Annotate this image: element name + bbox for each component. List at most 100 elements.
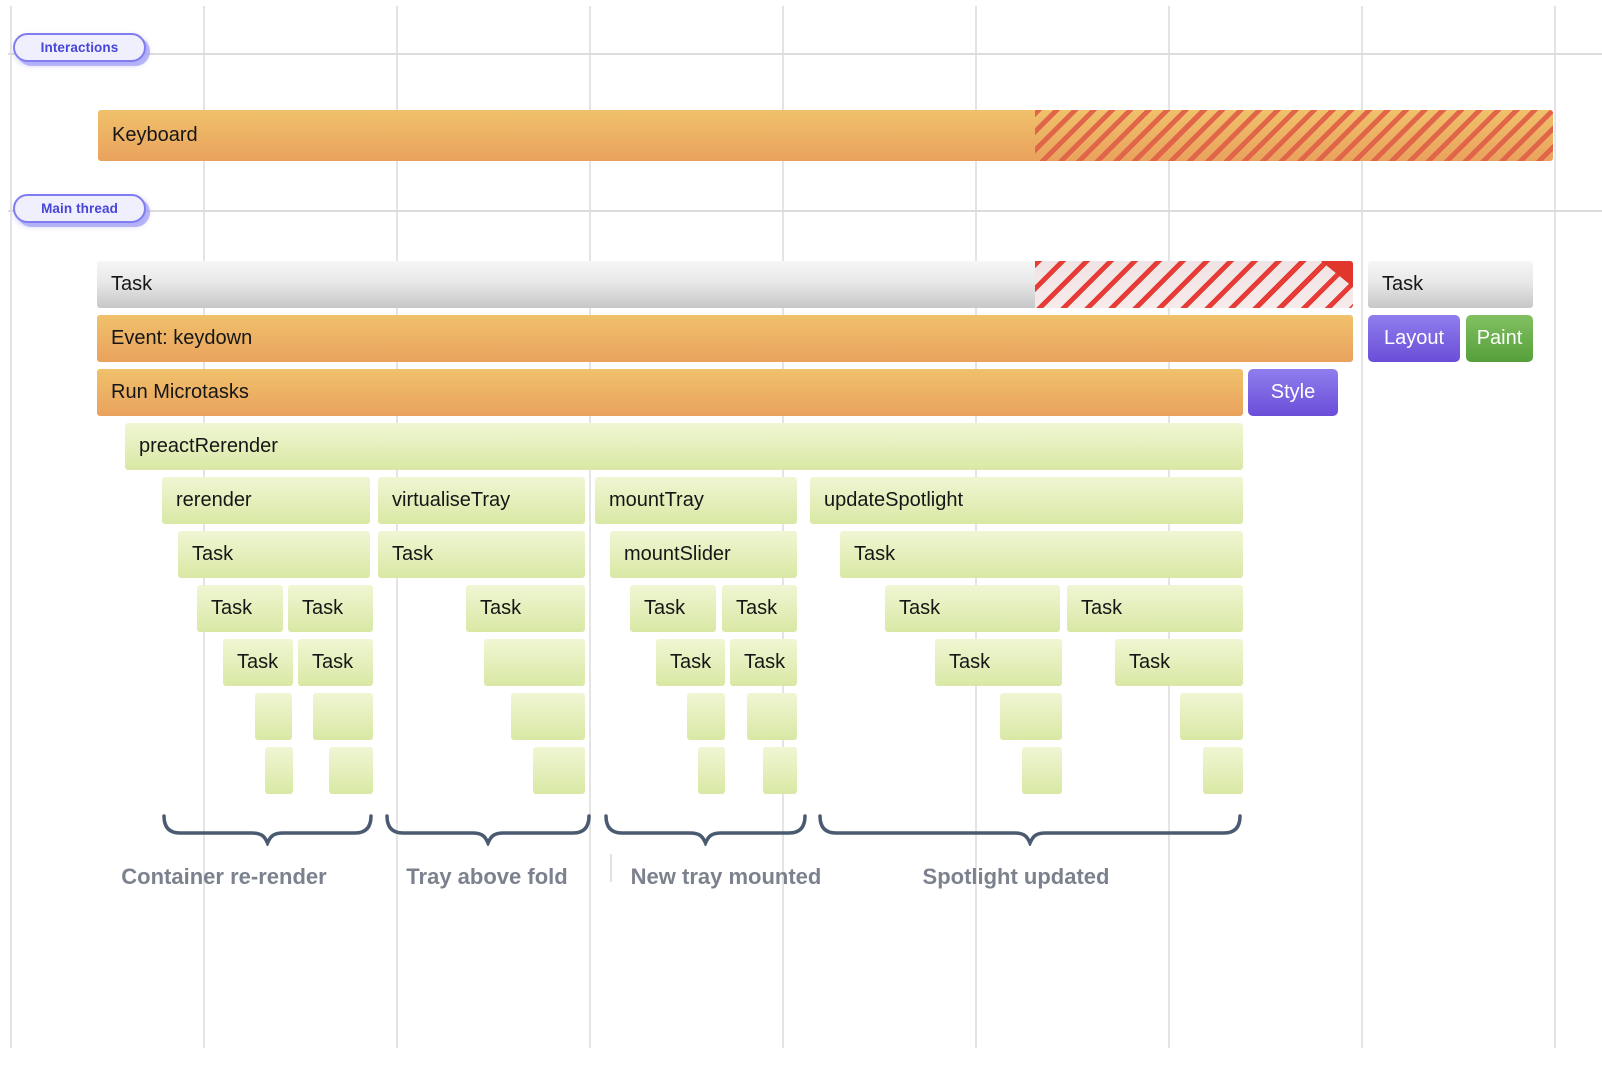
flame-bar-label: Event: keydown <box>111 327 253 349</box>
flame-bar-task-child[interactable] <box>255 693 292 740</box>
flame-bar-label: Task <box>670 651 712 673</box>
flame-bar-task-child[interactable] <box>329 747 373 794</box>
interaction-hatch <box>1035 110 1553 161</box>
flame-bar-task-child[interactable] <box>763 747 797 794</box>
annotation-brace <box>818 814 1242 846</box>
annotation-caption: New tray mounted <box>630 864 822 889</box>
flame-bar-task-child[interactable] <box>1180 693 1243 740</box>
gridline-vertical <box>10 6 12 1048</box>
gridline-tick <box>610 854 612 882</box>
flame-bar-run-microtasks[interactable]: Run Microtasks <box>97 369 1243 416</box>
flame-bar-label: Task <box>1382 273 1424 295</box>
flame-bar-paint-task[interactable]: Paint <box>1466 315 1533 362</box>
flame-bar-label: Task <box>111 273 153 295</box>
flame-bar-task-child[interactable]: Task <box>1067 585 1243 632</box>
flame-bar-label: Task <box>237 651 279 673</box>
flame-bar-rerender[interactable]: rerender <box>162 477 370 524</box>
annotation-brace <box>385 814 591 846</box>
flame-bar-label: Task <box>392 543 434 565</box>
flame-bar-task-child[interactable] <box>1203 747 1243 794</box>
flame-bar-label: Task <box>899 597 941 619</box>
flame-bar-label: Task <box>949 651 991 673</box>
long-task-corner-flag <box>1321 261 1353 287</box>
gridline-vertical <box>782 6 784 1048</box>
flame-bar-task-child[interactable]: Task <box>656 639 725 686</box>
gridline-vertical <box>1168 6 1170 1048</box>
flame-bar-task-child[interactable]: Task <box>178 531 370 578</box>
flame-bar-task-child[interactable]: Task <box>630 585 716 632</box>
flame-bar-task-child[interactable] <box>533 747 585 794</box>
flame-bar-task-child[interactable]: Task <box>840 531 1243 578</box>
track-pill-main-thread[interactable]: Main thread <box>13 194 146 223</box>
flame-bar-task-child[interactable] <box>313 693 373 740</box>
flame-bar-label: Task <box>211 597 253 619</box>
flame-bar-label: Task <box>312 651 354 673</box>
flame-bar-label: mountTray <box>609 489 704 511</box>
flame-bar-task-main[interactable]: Task <box>97 261 1353 308</box>
gridline-vertical <box>203 6 205 1048</box>
long-task-hatch <box>1035 261 1353 308</box>
flame-bar-label: updateSpotlight <box>824 489 964 511</box>
flame-bar-label: Layout <box>1383 327 1445 349</box>
flame-bar-label: Task <box>302 597 344 619</box>
flame-bar-label: Task <box>1129 651 1171 673</box>
flame-bar-event-keydown[interactable]: Event: keydown <box>97 315 1353 362</box>
flame-bar-task-child[interactable] <box>484 639 585 686</box>
flame-bar-task-child[interactable]: Task <box>730 639 797 686</box>
flame-bar-task-child[interactable]: Task <box>378 531 585 578</box>
track-pill-main-thread-label: Main thread <box>41 201 118 216</box>
flame-bar-task-child[interactable] <box>1022 747 1062 794</box>
annotation-brace <box>604 814 807 846</box>
flame-bar-label: virtualiseTray <box>392 489 511 511</box>
flame-bar-label: preactRerender <box>139 435 278 457</box>
flame-bar-label: Style <box>1270 381 1316 403</box>
flame-bar-label: Task <box>192 543 234 565</box>
annotation-brace <box>162 814 373 846</box>
gridline-vertical <box>396 6 398 1048</box>
flame-bar-label: Task <box>744 651 786 673</box>
flame-bar-keyboard-interaction[interactable]: Keyboard <box>98 110 1553 161</box>
flame-bar-preact-rerender[interactable]: preactRerender <box>125 423 1243 470</box>
flame-bar-mount-slider[interactable]: mountSlider <box>610 531 797 578</box>
track-pill-interactions[interactable]: Interactions <box>13 33 146 62</box>
flame-bar-label: Task <box>480 597 522 619</box>
gridline-vertical <box>589 6 591 1048</box>
gridline-horizontal <box>8 210 1602 212</box>
flame-bar-task-child[interactable] <box>698 747 725 794</box>
flame-bar-task-child[interactable] <box>1000 693 1062 740</box>
flame-bar-task-second[interactable]: Task <box>1368 261 1533 308</box>
flame-bar-update-spotlight[interactable]: updateSpotlight <box>810 477 1243 524</box>
flame-bar-virtualise-tray[interactable]: virtualiseTray <box>378 477 585 524</box>
flame-bar-task-child[interactable] <box>747 693 797 740</box>
flame-bar-style-task[interactable]: Style <box>1248 369 1338 416</box>
flame-bar-label: Task <box>736 597 778 619</box>
track-pill-interactions-label: Interactions <box>40 40 119 55</box>
flame-bar-task-child[interactable]: Task <box>223 639 293 686</box>
flame-bar-layout-task[interactable]: Layout <box>1368 315 1460 362</box>
flame-bar-label: mountSlider <box>624 543 731 565</box>
flame-bar-label: Keyboard <box>112 124 198 146</box>
flame-bar-task-child[interactable]: Task <box>298 639 373 686</box>
flame-bar-task-child[interactable] <box>265 747 293 794</box>
flame-bar-label: Run Microtasks <box>111 381 249 403</box>
flame-bar-label: Task <box>1081 597 1123 619</box>
flame-bar-task-child[interactable]: Task <box>935 639 1062 686</box>
flame-bar-label: Task <box>644 597 686 619</box>
flame-bar-task-child[interactable]: Task <box>288 585 373 632</box>
flame-bar-task-child[interactable]: Task <box>1115 639 1243 686</box>
annotation-caption: Spotlight updated <box>922 864 1110 889</box>
flame-bar-task-child[interactable] <box>687 693 725 740</box>
flame-bar-task-child[interactable]: Task <box>885 585 1060 632</box>
gridline-horizontal <box>8 53 1602 55</box>
flame-bar-task-child[interactable]: Task <box>197 585 283 632</box>
flame-bar-label: Paint <box>1476 327 1523 349</box>
flame-bar-task-child[interactable]: Task <box>722 585 797 632</box>
gridline-vertical <box>975 6 977 1048</box>
annotation-caption: Tray above fold <box>406 864 568 889</box>
annotation-caption: Container re-render <box>121 864 327 889</box>
flame-bar-task-child[interactable]: Task <box>466 585 585 632</box>
flame-bar-label: rerender <box>176 489 252 511</box>
flame-bar-mount-tray[interactable]: mountTray <box>595 477 797 524</box>
gridline-vertical <box>1554 6 1556 1048</box>
flame-bar-task-child[interactable] <box>511 693 585 740</box>
